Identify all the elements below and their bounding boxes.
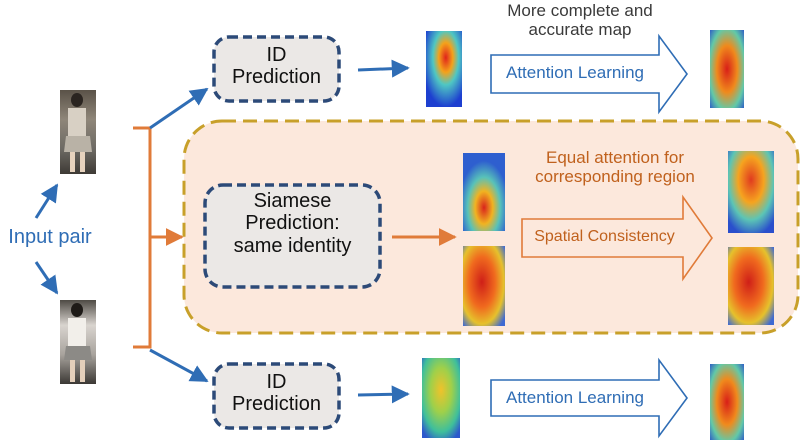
middle-caption: Equal attention for corresponding region: [515, 148, 715, 186]
top-id-box-label: ID Prediction: [214, 44, 339, 89]
arrow-input-to-top-image: [34, 183, 59, 219]
input-image-top: [60, 90, 96, 174]
heatmap-top-after: [710, 30, 744, 108]
top-caption-line-1: More complete and: [507, 1, 653, 20]
attention-learning-arrow-top: [490, 33, 688, 115]
heatmap-bottom-before: [422, 358, 460, 438]
heatmap-mid-lower-after: [728, 247, 774, 325]
input-pair-label: Input pair: [8, 226, 92, 248]
heatmap-top-before: [426, 31, 462, 107]
middle-caption-line-1: Equal attention for: [546, 148, 684, 167]
siamese-box-line-1: Siamese: [253, 190, 332, 212]
arrow-input-to-bottom-image: [34, 261, 59, 295]
arrow-to-top-id-box: [149, 87, 209, 130]
middle-caption-line-2: corresponding region: [535, 167, 695, 187]
top-caption-line-2: accurate map: [528, 20, 632, 40]
siamese-box-label: Siamese Prediction: same identity: [205, 190, 380, 257]
siamese-prediction-box: [203, 183, 382, 289]
bottom-id-prediction-box: [212, 362, 341, 430]
heatmap-mid-upper-after: [728, 151, 774, 233]
bottom-id-box-label: ID Prediction: [214, 371, 339, 416]
spatial-consistency-arrow: [521, 194, 713, 282]
bottom-arrow-label: Attention Learning: [506, 388, 644, 407]
heatmap-mid-upper-before: [463, 153, 505, 231]
bottom-id-box-line-2: Prediction: [232, 393, 321, 416]
arrow-to-bottom-id-box: [149, 348, 209, 383]
siamese-box-line-2: Prediction:: [245, 212, 340, 235]
arrow-bottom-box-to-heatmap: [357, 385, 410, 404]
top-id-prediction-box: [212, 35, 341, 103]
orange-bracket: [133, 126, 152, 349]
top-id-box-line-2: Prediction: [232, 66, 321, 89]
top-caption: More complete and accurate map: [470, 1, 690, 39]
input-image-bottom: [60, 300, 96, 384]
heatmap-mid-lower-before: [463, 246, 505, 326]
top-arrow-label: Attention Learning: [506, 63, 644, 82]
siamese-box-line-3: same identity: [233, 234, 352, 257]
top-id-box-line-1: ID: [266, 44, 287, 66]
middle-arrow-label: Spatial Consistency: [534, 228, 675, 245]
heatmap-bottom-after: [710, 364, 744, 440]
bottom-id-box-line-1: ID: [266, 371, 287, 393]
arrow-top-box-to-heatmap: [357, 59, 410, 78]
attention-learning-arrow-bottom: [490, 357, 688, 439]
